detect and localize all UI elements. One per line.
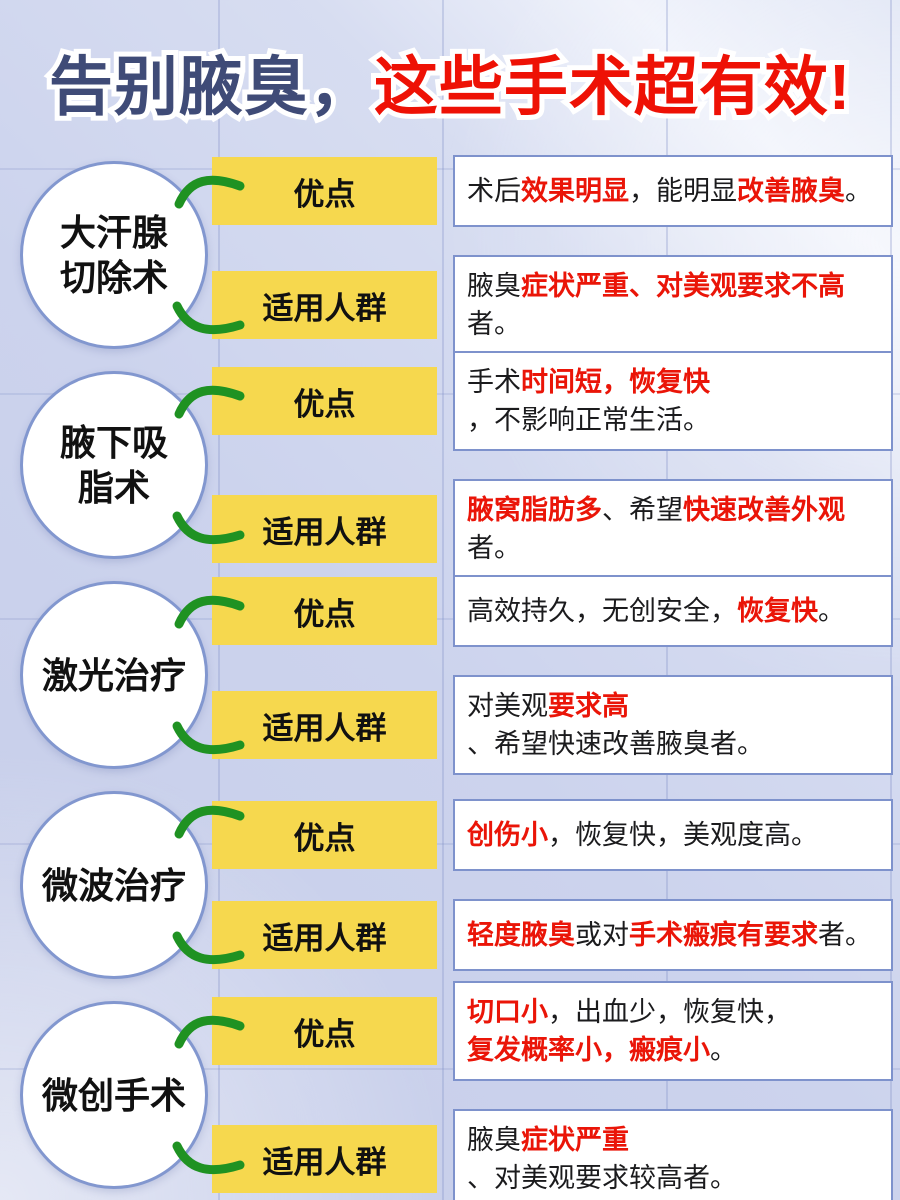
treatment-rows: 大汗腺 切除术 优点 术后效果明显，能明显改善腋臭。 适用人群 腋臭症状严重、对… [0, 150, 900, 1200]
advantage-text: 切口小，出血少，恢复快， 复发概率小，瘢痕小。 [453, 981, 893, 1081]
plain-text: 对美观 [467, 691, 548, 721]
advantage-pair: 优点 切口小，出血少，恢复快， 复发概率小，瘢痕小。 [212, 981, 893, 1081]
plain-text: 腋臭 [467, 271, 521, 301]
page-title: 告别腋臭，这些手术超有效! [0, 0, 900, 150]
highlighted-text: 症状严重 [521, 1125, 629, 1155]
audience-pair: 适用人群 对美观要求高、希望快速改善腋臭者。 [212, 675, 893, 775]
treatment-name-line: 脂术 [77, 467, 150, 508]
plain-text: 术后 [467, 176, 521, 206]
treatment-section: 大汗腺 切除术 优点 术后效果明显，能明显改善腋臭。 适用人群 腋臭症状严重、对… [0, 150, 900, 360]
highlighted-text: 复发概率小，瘢痕小 [467, 1035, 710, 1065]
treatment-name-line: 大汗腺 [59, 212, 168, 253]
audience-text: 腋臭症状严重、对美观要求不高者。 [453, 255, 893, 355]
highlighted-text: 创伤小 [467, 820, 548, 850]
advantage-pair: 优点 手术时间短，恢复快 ，不影响正常生活。 [212, 351, 893, 451]
plain-text: ，能明显 [629, 176, 737, 206]
highlighted-text: 手术瘢痕有要求 [629, 920, 818, 950]
treatment-name-line: 微创手术 [41, 1074, 186, 1116]
plain-text: 。 [845, 176, 872, 206]
advantage-tag: 优点 [212, 577, 437, 645]
treatment-name-circle: 激光治疗 [20, 581, 208, 769]
audience-text: 对美观要求高、希望快速改善腋臭者。 [453, 675, 893, 775]
highlighted-text: 快速改善外观 [683, 495, 845, 525]
treatment-name-line: 切除术 [59, 257, 168, 298]
highlighted-text: 效果明显 [521, 176, 629, 206]
audience-tag: 适用人群 [212, 495, 437, 563]
plain-text: 。 [710, 1035, 737, 1065]
advantage-pair: 优点 创伤小，恢复快，美观度高。 [212, 799, 893, 871]
highlighted-text: 改善腋臭 [737, 176, 845, 206]
treatment-name-line: 微波治疗 [41, 864, 186, 906]
plain-text: 者。 [818, 920, 872, 950]
highlighted-text: 症状严重、对美观要求不高 [521, 271, 845, 301]
treatment-name-circle: 大汗腺 切除术 [20, 161, 208, 349]
advantage-pair: 优点 高效持久，无创安全，恢复快。 [212, 575, 893, 647]
audience-pair: 适用人群 轻度腋臭或对手术瘢痕有要求者。 [212, 899, 893, 971]
advantage-text: 手术时间短，恢复快 ，不影响正常生活。 [453, 351, 893, 451]
treatment-name-line: 激光治疗 [41, 654, 186, 696]
audience-text: 腋窝脂肪多、希望快速改善外观者。 [453, 479, 893, 579]
highlighted-text: 恢复快 [737, 596, 818, 626]
advantage-text: 创伤小，恢复快，美观度高。 [453, 799, 893, 871]
advantage-tag: 优点 [212, 801, 437, 869]
treatment-section: 腋下吸 脂术 优点 手术时间短，恢复快 ，不影响正常生活。 适用人群 腋窝脂肪多、… [0, 351, 900, 579]
audience-tag: 适用人群 [212, 901, 437, 969]
advantage-tag: 优点 [212, 997, 437, 1065]
highlighted-text: 要求高 [548, 691, 629, 721]
treatment-name-circle: 微波治疗 [20, 791, 208, 979]
audience-pair: 适用人群 腋臭症状严重、对美观要求不高者。 [212, 255, 893, 355]
plain-text: 腋臭 [467, 1125, 521, 1155]
plain-text: 或对 [575, 920, 629, 950]
audience-pair: 适用人群 腋臭症状严重、对美观要求较高者。 [212, 1109, 893, 1200]
highlighted-text: 切口小 [467, 997, 548, 1027]
plain-text: 、对美观要求较高者。 [467, 1163, 737, 1193]
advantage-text: 高效持久，无创安全，恢复快。 [453, 575, 893, 647]
plain-text: 、希望 [602, 495, 683, 525]
title-dark-part: 告别腋臭， [44, 46, 378, 128]
treatment-name-circle: 腋下吸 脂术 [20, 371, 208, 559]
treatment-name-line: 腋下吸 [59, 422, 168, 463]
plain-text: 手术 [467, 367, 521, 397]
advantage-tag: 优点 [212, 367, 437, 435]
plain-text: 者。 [467, 309, 521, 339]
plain-text: ，恢复快，美观度高。 [548, 820, 818, 850]
advantage-pair: 优点 术后效果明显，能明显改善腋臭。 [212, 155, 893, 227]
plain-text: ，出血少，恢复快， [548, 997, 791, 1027]
title-red-part: 这些手术超有效! [369, 46, 855, 128]
audience-tag: 适用人群 [212, 691, 437, 759]
plain-text: 高效持久，无创安全， [467, 596, 737, 626]
plain-text: 。 [818, 596, 845, 626]
advantage-tag: 优点 [212, 157, 437, 225]
highlighted-text: 轻度腋臭 [467, 920, 575, 950]
audience-text: 腋臭症状严重、对美观要求较高者。 [453, 1109, 893, 1200]
treatment-section: 微波治疗 优点 创伤小，恢复快，美观度高。 适用人群 轻度腋臭或对手术瘢痕有要求… [0, 780, 900, 990]
audience-text: 轻度腋臭或对手术瘢痕有要求者。 [453, 899, 893, 971]
highlighted-text: 腋窝脂肪多 [467, 495, 602, 525]
audience-tag: 适用人群 [212, 271, 437, 339]
plain-text: ，不影响正常生活。 [467, 405, 710, 435]
plain-text: 、希望快速改善腋臭者。 [467, 729, 764, 759]
audience-tag: 适用人群 [212, 1125, 437, 1193]
treatment-section: 微创手术 优点 切口小，出血少，恢复快， 复发概率小，瘢痕小。 适用人群 腋臭症状… [0, 981, 900, 1200]
treatment-name-circle: 微创手术 [20, 1001, 208, 1189]
plain-text: 者。 [467, 533, 521, 563]
highlighted-text: 时间短，恢复快 [521, 367, 710, 397]
audience-pair: 适用人群 腋窝脂肪多、希望快速改善外观者。 [212, 479, 893, 579]
treatment-section: 激光治疗 优点 高效持久，无创安全，恢复快。 适用人群 对美观要求高、希望快速改… [0, 570, 900, 780]
advantage-text: 术后效果明显，能明显改善腋臭。 [453, 155, 893, 227]
